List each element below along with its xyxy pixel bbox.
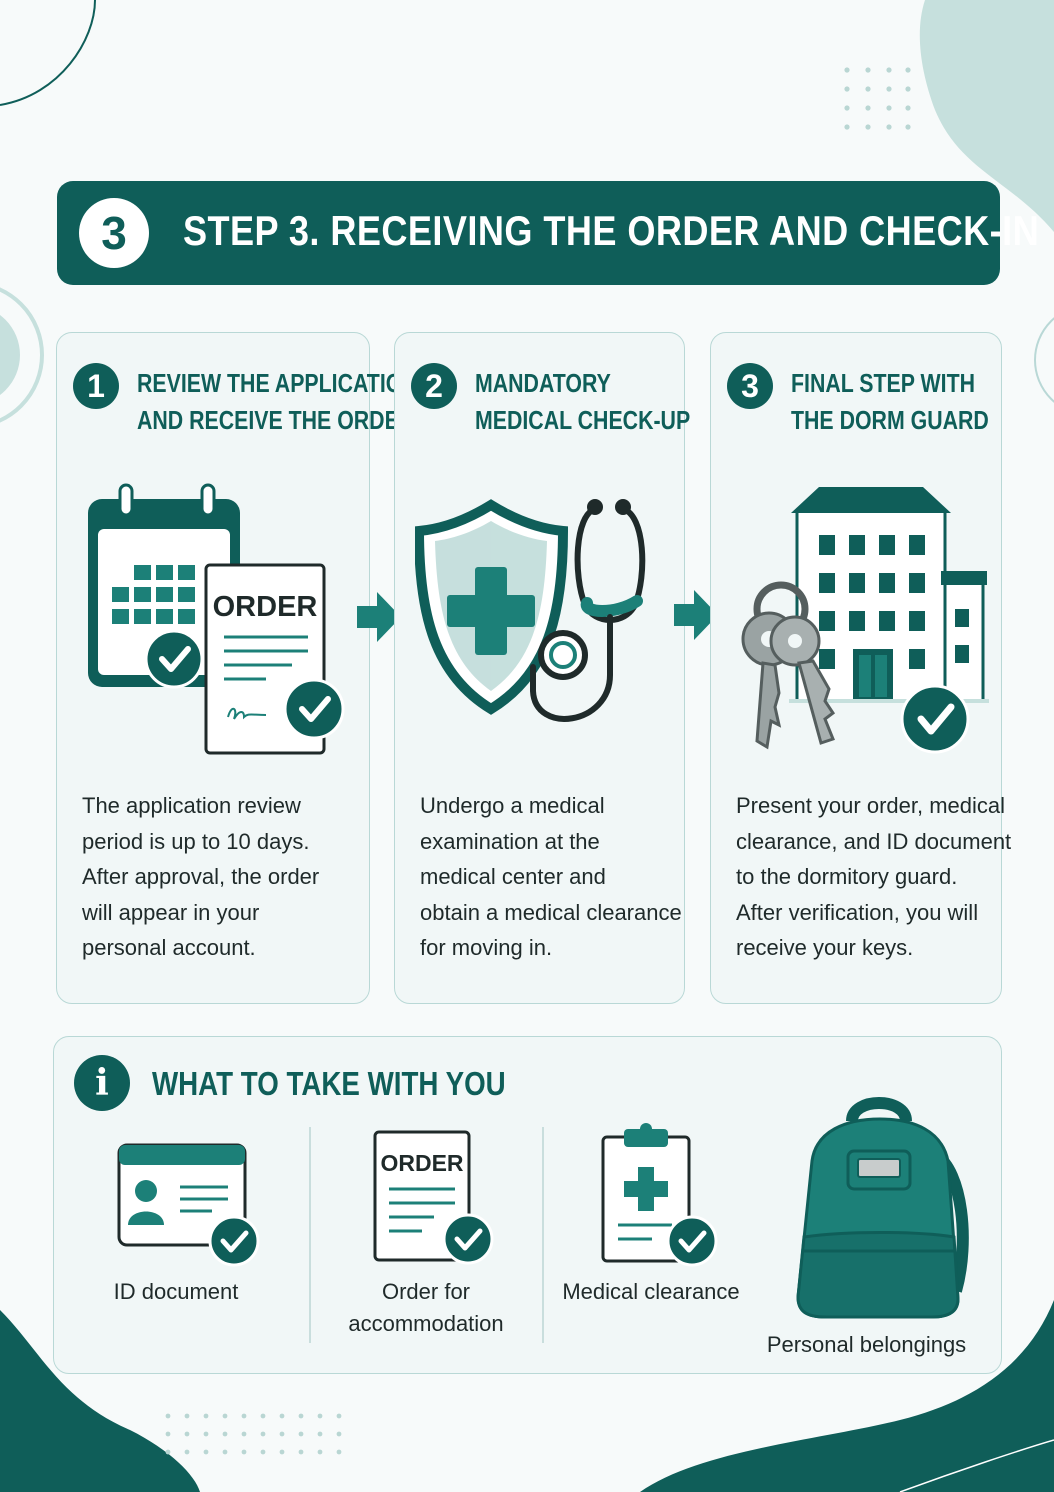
stethoscope-icon xyxy=(530,499,646,722)
step-card-number: 2 xyxy=(411,363,457,409)
svg-text:ORDER: ORDER xyxy=(380,1150,463,1176)
checklist-item-label: Order for accommodation xyxy=(348,1279,504,1336)
keys-icon xyxy=(741,581,836,750)
step-card-dorm-guard: 3 FINAL STEP WITH THE DORM GUARD xyxy=(710,332,1011,1004)
page-title: STEP 3. RECEIVING THE ORDER AND CHECK-IN xyxy=(183,207,1040,254)
step-card-title: MANDATORY MEDICAL CHECK-UP xyxy=(475,368,691,435)
dormitory-keys-illustration xyxy=(741,487,989,754)
building-icon xyxy=(789,487,989,703)
arrow-right-icon xyxy=(357,592,401,642)
calendar-order-illustration: ORDER xyxy=(88,483,345,755)
calendar-icon xyxy=(88,483,240,689)
divider xyxy=(542,1127,544,1343)
medical-clipboard-icon xyxy=(601,1123,718,1267)
shield-icon xyxy=(415,499,569,715)
step-card-title: REVIEW THE APPLICATION AND RECEIVE THE O… xyxy=(137,368,418,435)
backpack-icon xyxy=(796,1097,969,1319)
step-card-description: The application review period is up to 1… xyxy=(82,793,320,960)
what-to-take-panel: i WHAT TO TAKE WITH YOU ID document ORDE… xyxy=(53,1036,1002,1374)
id-card-icon xyxy=(117,1143,260,1267)
order-document-icon: ORDER xyxy=(204,563,345,755)
medical-illustration xyxy=(415,499,646,722)
step-card-medical: 2 MANDATORY MEDICAL CHECK-UP Undergo a m… xyxy=(394,332,691,1004)
checklist-item-label: Personal belongings xyxy=(766,1332,967,1357)
step-header-banner: 3 STEP 3. RECEIVING THE ORDER AND CHECK-… xyxy=(57,181,1039,285)
svg-text:ORDER: ORDER xyxy=(213,591,318,623)
check-icon xyxy=(900,684,970,754)
step-card-description: Present your order, medical clearance, a… xyxy=(736,793,1012,960)
info-icon: i xyxy=(74,1055,130,1111)
step-card-review: 1 REVIEW THE APPLICATION AND RECEIVE THE… xyxy=(56,332,418,1004)
arrow-right-icon xyxy=(674,590,718,640)
step-card-title: FINAL STEP WITH THE DORM GUARD xyxy=(791,368,989,435)
step-number-badge: 3 xyxy=(79,198,149,268)
step-card-description: Undergo a medical examination at the med… xyxy=(420,793,682,960)
step-card-number: 1 xyxy=(73,363,119,409)
step-card-number: 3 xyxy=(727,363,773,409)
checklist-item-label: Medical clearance xyxy=(562,1279,740,1304)
divider xyxy=(309,1127,311,1343)
panel-title: WHAT TO TAKE WITH YOU xyxy=(152,1065,506,1102)
checklist-item-label: ID document xyxy=(113,1279,239,1304)
order-document-icon: ORDER xyxy=(373,1130,494,1265)
